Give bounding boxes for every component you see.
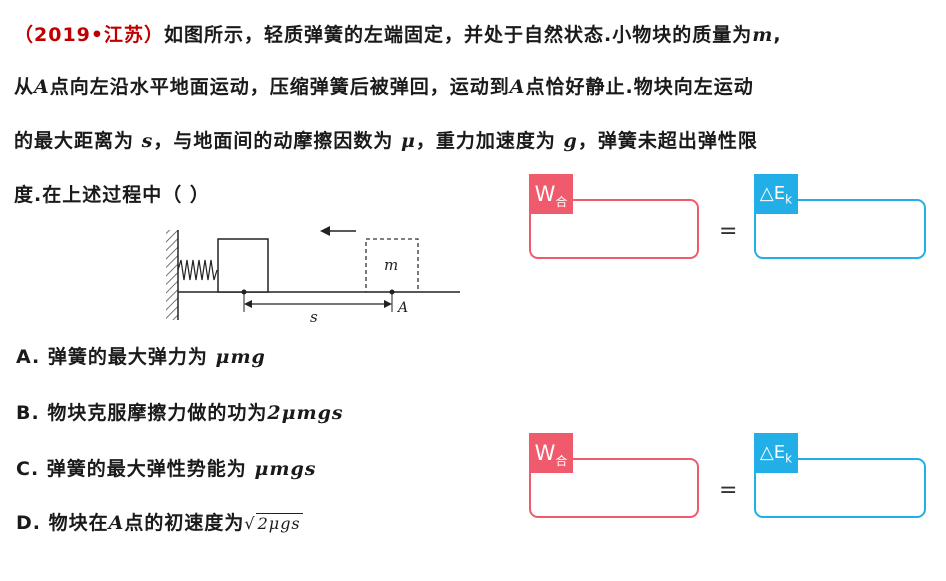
question-line-3: 的最大距离为 s，与地面间的动摩擦因数为 μ，重力加速度为 g，弹簧未超出弹性限 xyxy=(14,130,758,152)
wall xyxy=(166,230,178,320)
spring xyxy=(177,259,218,281)
spring-block-diagram: m s A xyxy=(166,226,460,326)
sqrt-formula: √2μgs xyxy=(244,513,303,533)
option-c[interactable]: C. 弹簧的最大弹性势能为 μmgs xyxy=(16,458,317,480)
question-source: （2019•江苏） xyxy=(14,24,165,46)
label-A: A xyxy=(396,300,408,316)
work-total-tag-2: W合 xyxy=(529,433,573,473)
option-a[interactable]: A. 弹簧的最大弹力为 μmg xyxy=(16,346,266,368)
kinetic-energy-change-tag-2: △Ek xyxy=(754,433,798,473)
label-s: s xyxy=(310,308,318,326)
kinetic-energy-change-tag-1: △Ek xyxy=(754,174,798,214)
equals-sign-2: = xyxy=(719,478,738,503)
question-line-2: 从A点向左沿水平地面运动，压缩弹簧后被弹回，运动到A点恰好静止.物块向左运动 xyxy=(14,76,754,98)
block-initial xyxy=(365,238,419,293)
option-d[interactable]: D. 物块在A点的初速度为√2μgs xyxy=(16,512,303,534)
question-line-1: （2019•江苏）如图所示，轻质弹簧的左端固定，并处于自然状态.小物块的质量为m… xyxy=(14,24,782,46)
block-compressed xyxy=(217,238,269,293)
question-line-4: 度.在上述过程中（ ） xyxy=(14,184,210,206)
work-total-tag-1: W合 xyxy=(529,174,573,214)
label-m: m xyxy=(384,256,398,274)
option-b[interactable]: B. 物块克服摩擦力做的功为2μmgs xyxy=(16,402,344,424)
equals-sign-1: = xyxy=(719,219,738,244)
